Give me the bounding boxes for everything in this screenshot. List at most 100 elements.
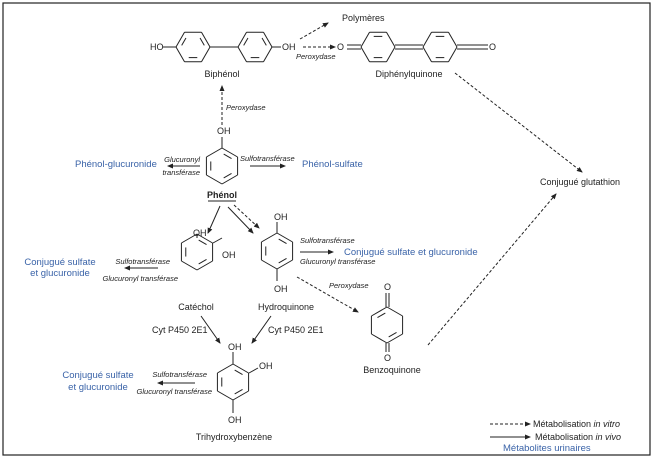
glucuronyl-label: Glucuronyl [164, 155, 200, 164]
catechol-ring-double-bond [198, 239, 207, 245]
biphenol-ho: HO [150, 42, 164, 52]
phenol-glucuronide: Phénol-glucuronide [75, 159, 157, 170]
arrow-dpq-glutathione [454, 72, 583, 173]
thb-ring-bond [232, 363, 249, 374]
arrow-phenol-hydroquinone [227, 206, 254, 234]
biphenol-ring-bond [201, 32, 211, 48]
bond [248, 367, 259, 374]
catechol-oh2: OH [222, 250, 236, 260]
dpq-ring-bond [422, 32, 432, 48]
sulfo-label: Sulfotransférase [240, 154, 295, 163]
biphenol-label: Biphénol [204, 69, 239, 79]
legend-urinary: Métabolites urinaires [503, 443, 591, 454]
sulfo-label: Sulfotransférase [152, 370, 207, 379]
dpq-ring-bond [448, 46, 458, 62]
phenol-ring-bond [221, 147, 238, 158]
thb-ring-bond [217, 363, 234, 374]
arrow-hq-thb [251, 315, 272, 344]
phenol-ring-bond [206, 147, 223, 158]
trihydroxybenzene-label: Trihydroxybenzène [196, 432, 272, 442]
legend-in-vitro: Métabolisation in vitro [533, 419, 620, 429]
phenol-ring-bond [221, 174, 238, 185]
cyp-label-left: Cyt P450 2E1 [152, 325, 208, 335]
arrow-catechol-thb [200, 315, 221, 344]
dpq-ring-bond [448, 32, 458, 48]
phenol-ring-bond [206, 174, 223, 185]
bq-ring-bond [371, 333, 388, 344]
bq-o-bottom: O [384, 353, 391, 363]
phenol-sulfate: Phénol-sulfate [302, 159, 363, 170]
legend: Métabolisation in vitro Métabolisation i… [490, 419, 621, 454]
hq-ring-double-bond [278, 238, 287, 244]
sulfo-label: Sulfotransférase [300, 236, 355, 245]
phenol-label: Phénol [207, 190, 237, 200]
bq-ring-bond [386, 306, 403, 317]
hq-ring-bond [261, 259, 278, 270]
thb-ring-bond [217, 390, 234, 401]
biphenol-ring-double-bond [181, 37, 187, 46]
conjugate-line2: et glucuronide [30, 268, 90, 279]
arrow-to-polymers [299, 22, 329, 40]
diphenylquinone-label: Diphénylquinone [375, 69, 442, 79]
arrow-bq-glutathione [427, 193, 557, 346]
thb-ring-double-bond [234, 389, 243, 395]
dpq-ring-bond [360, 32, 370, 48]
bond [212, 237, 223, 244]
hq-ring-double-bond [278, 258, 287, 264]
rings [163, 31, 488, 413]
conjugate-line2: et glucuronide [68, 382, 128, 393]
hq-conjugate: Conjugué sulfate et glucuronide [344, 247, 478, 258]
polymers-label: Polymères [342, 13, 385, 23]
arrow-phenol-hydroquinone-invitro [233, 204, 260, 229]
thb-oh3: OH [228, 415, 242, 425]
biphenol-ring-double-bond [199, 37, 205, 46]
dpq-ring-bond [386, 46, 396, 62]
biphenol-ring-bond [175, 46, 185, 62]
biphenol-oh: OH [282, 42, 296, 52]
hq-oh-top: OH [274, 212, 288, 222]
catechol-ring-bond [196, 233, 213, 244]
bq-ring-bond [371, 306, 388, 317]
dpq-ring-bond [422, 46, 432, 62]
glutathione-label: Conjugué glutathion [540, 177, 620, 187]
phenol-ring-double-bond [223, 153, 232, 159]
dpq-ring-bond [360, 46, 370, 62]
glucuronyl-label: Glucuronyl transférase [137, 387, 212, 396]
biphenol-ring-bond [175, 32, 185, 48]
conjugate-line1: Conjugué sulfate [62, 370, 133, 381]
dpq-o-right: O [489, 42, 496, 52]
biphenol-ring-bond [263, 32, 273, 48]
biphenol-ring-bond [201, 46, 211, 62]
sulfo-label: Sulfotransférase [115, 257, 170, 266]
biphenol-ring-bond [263, 46, 273, 62]
biphenol-ring-bond [237, 46, 247, 62]
legend-in-vivo: Métabolisation in vivo [535, 432, 621, 442]
catechol-label: Catéchol [178, 302, 214, 312]
thb-oh2: OH [259, 361, 273, 371]
arrow-phenol-catechol [207, 205, 221, 234]
transferase-label: transférase [162, 168, 200, 177]
catechol-ring-bond [181, 260, 198, 271]
glucuronyl-label: Glucuronyl transférase [300, 257, 375, 266]
thb-ring-bond [232, 390, 249, 401]
catechol-oh1: OH [193, 228, 207, 238]
dpq-ring-bond [386, 32, 396, 48]
dpq-o-left: O [337, 42, 344, 52]
peroxidase-label: Peroxydase [226, 103, 266, 112]
conjugate-line1: Conjugué sulfate [24, 257, 95, 268]
biphenol-ring-double-bond [261, 37, 267, 46]
hq-ring-bond [276, 232, 293, 243]
peroxidase-label: Peroxydase [329, 281, 369, 290]
biphenol-ring-bond [237, 32, 247, 48]
bq-ring-double-bond [377, 312, 386, 318]
hq-ring-bond [261, 232, 278, 243]
phenol-ring-double-bond [223, 173, 232, 179]
biphenol-ring-double-bond [243, 37, 249, 46]
benzoquinone-label: Benzoquinone [363, 365, 421, 375]
glucuronyl-label: Glucuronyl transférase [103, 274, 178, 283]
hq-ring-bond [276, 259, 293, 270]
arrow-hq-benzoquinone [296, 276, 359, 313]
cyp-label-right: Cyt P450 2E1 [268, 325, 324, 335]
